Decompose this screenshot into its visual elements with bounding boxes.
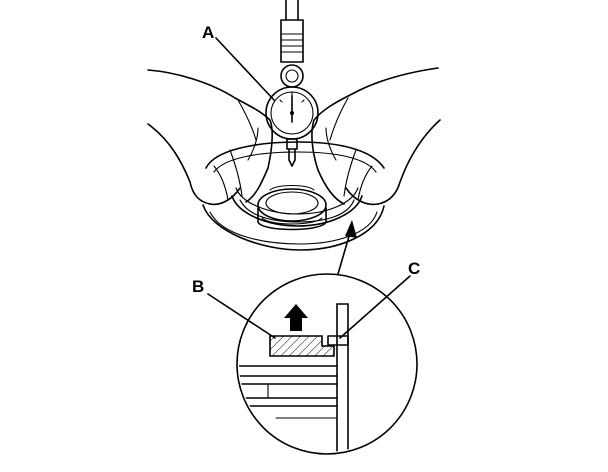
right-hand bbox=[311, 67, 441, 206]
label-b: B bbox=[192, 277, 204, 296]
up-arrow-icon bbox=[284, 304, 308, 331]
label-c: C bbox=[408, 259, 420, 278]
dial-indicator bbox=[265, 0, 319, 167]
housing-assembly bbox=[202, 141, 385, 251]
label-c-leader bbox=[339, 275, 411, 339]
detail-pointer-arrow bbox=[337, 220, 357, 275]
label-a: A bbox=[202, 23, 214, 42]
detail-view bbox=[236, 273, 418, 455]
label-a-leader bbox=[215, 37, 275, 101]
label-b-leader bbox=[207, 293, 276, 339]
left-hand bbox=[147, 69, 273, 206]
